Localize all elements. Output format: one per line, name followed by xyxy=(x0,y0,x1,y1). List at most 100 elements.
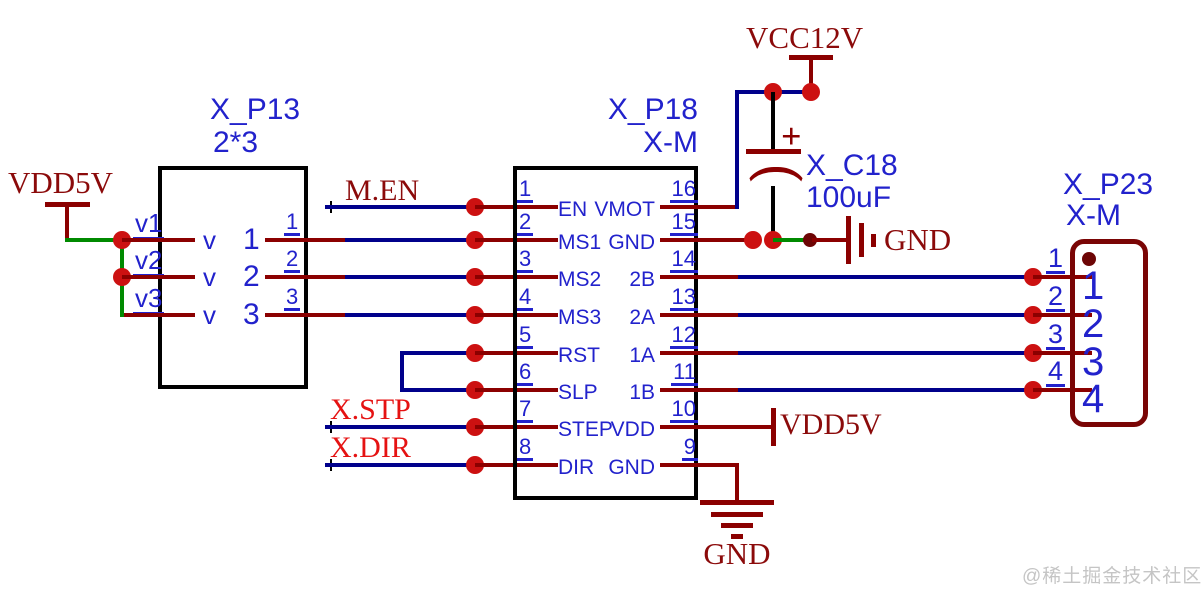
pin-stub xyxy=(660,463,737,467)
pin-name: MS1 xyxy=(558,231,602,254)
pin-stub xyxy=(1033,275,1092,279)
wire-rst xyxy=(400,351,475,355)
p13-pin-number: 3 xyxy=(284,284,301,311)
p18-value: X-M xyxy=(643,126,698,159)
wire-vmot-riser xyxy=(735,90,739,209)
wire-1a xyxy=(738,351,1033,355)
p13-pin-name: v xyxy=(203,262,216,292)
pin-number: 2 xyxy=(1046,281,1066,312)
p13-pin-name: v xyxy=(203,300,216,330)
gnd-symbol-bar xyxy=(859,223,864,257)
p13-pin-inner: 2 xyxy=(243,260,260,293)
pin-name: VMOT xyxy=(594,198,655,221)
wire-p13-in xyxy=(122,275,195,279)
pin-stub xyxy=(660,313,740,317)
p23-inner-number: 3 xyxy=(1082,340,1105,384)
pin-stub xyxy=(660,238,755,242)
p18-body xyxy=(513,166,698,500)
net-label-v3: v3 xyxy=(133,283,165,315)
pin-number: 5 xyxy=(517,322,534,349)
pin-stub xyxy=(1033,351,1092,355)
p23-pin1-marker xyxy=(1082,252,1096,266)
cap-plate-flat xyxy=(746,149,801,154)
p18-refdes: X_P18 xyxy=(607,93,698,126)
pin-number: 4 xyxy=(1046,356,1066,387)
wire-1b xyxy=(738,388,1033,392)
pin-number: 1 xyxy=(1046,243,1066,274)
pin-number: 6 xyxy=(517,359,534,386)
wire-p13-out xyxy=(265,313,345,317)
pin-stub xyxy=(660,275,740,279)
gnd-label-right: GND xyxy=(884,222,952,257)
pin-number: 9 xyxy=(681,434,698,461)
gnd-symbol-bar xyxy=(711,512,763,517)
pin-stub xyxy=(660,388,740,392)
pin-number: 4 xyxy=(517,284,534,311)
pin-stub xyxy=(1033,313,1092,317)
junction-dot xyxy=(802,83,820,101)
wire-ms3 xyxy=(345,313,475,317)
pin-name: GND xyxy=(608,456,655,479)
power-bar-vdd5v-right xyxy=(771,408,776,446)
p23-body xyxy=(1070,239,1148,427)
gnd-symbol-bar xyxy=(871,234,876,247)
wire-p13-out xyxy=(265,275,345,279)
wire-p13-out xyxy=(265,238,345,242)
wire-gnd xyxy=(812,238,846,242)
gnd-symbol-bar xyxy=(700,500,774,505)
cap-lead-top xyxy=(771,92,775,150)
net-label-v2: v2 xyxy=(133,245,165,277)
wire-ms2 xyxy=(345,275,475,279)
power-stem-vcc12v xyxy=(809,58,813,94)
pin-number: 16 xyxy=(669,176,698,203)
pin-stub xyxy=(660,351,740,355)
pin-name: GND xyxy=(608,231,655,254)
net-label-men: M.EN xyxy=(345,174,420,207)
p23-value: X-M xyxy=(1066,199,1121,232)
pin-stub xyxy=(660,425,772,429)
pin-number: 14 xyxy=(669,246,698,273)
pin-number: 3 xyxy=(517,246,534,273)
wire-ms1 xyxy=(345,238,475,242)
net-label-xstp: X.STP xyxy=(330,393,411,426)
p13-refdes: X_P13 xyxy=(210,93,301,126)
wire-2b xyxy=(738,275,1033,279)
pin-number: 12 xyxy=(669,322,698,349)
cap-plate-curved xyxy=(745,167,807,196)
junction-dot xyxy=(744,231,762,249)
pin-number: 10 xyxy=(669,396,698,423)
power-bar-vdd5v-left xyxy=(45,202,90,207)
pin-number: 11 xyxy=(671,359,698,386)
p13-pin-number: 2 xyxy=(284,246,301,273)
pin-name: 1A xyxy=(629,344,655,367)
pin-name: STEP xyxy=(558,418,613,441)
pin-name: RST xyxy=(558,344,600,367)
pin-number: 15 xyxy=(669,209,698,236)
c18-refdes: X_C18 xyxy=(806,149,898,182)
wire-gnd-drop xyxy=(735,463,739,502)
net-label-xdir: X.DIR xyxy=(330,431,411,464)
pin-name: MS3 xyxy=(558,306,602,329)
power-stem-vdd5v-left xyxy=(65,205,69,240)
power-label-vdd5v-left: VDD5V xyxy=(8,165,114,200)
wire-step xyxy=(325,425,475,429)
p13-pin-inner: 1 xyxy=(243,223,260,256)
wire-slp xyxy=(400,388,475,392)
wire-p13-in xyxy=(122,238,195,242)
p23-refdes: X_P23 xyxy=(1063,168,1154,201)
pin-name: EN xyxy=(558,198,588,221)
pin-name: 1B xyxy=(629,381,655,404)
wire-gnd-green xyxy=(773,238,807,242)
pin-name: 2B xyxy=(629,268,655,291)
pin-number: 2 xyxy=(517,209,534,236)
pin-number: 8 xyxy=(517,434,534,461)
pin-number: 13 xyxy=(669,284,698,311)
wire-dir xyxy=(325,463,475,467)
pin-name: 2A xyxy=(629,306,655,329)
gnd-symbol-bar xyxy=(846,216,851,264)
cap-lead-bottom xyxy=(771,186,775,240)
pin-name: DIR xyxy=(558,456,595,479)
p13-value: 2*3 xyxy=(213,126,259,159)
wire-p13-in xyxy=(124,313,195,317)
